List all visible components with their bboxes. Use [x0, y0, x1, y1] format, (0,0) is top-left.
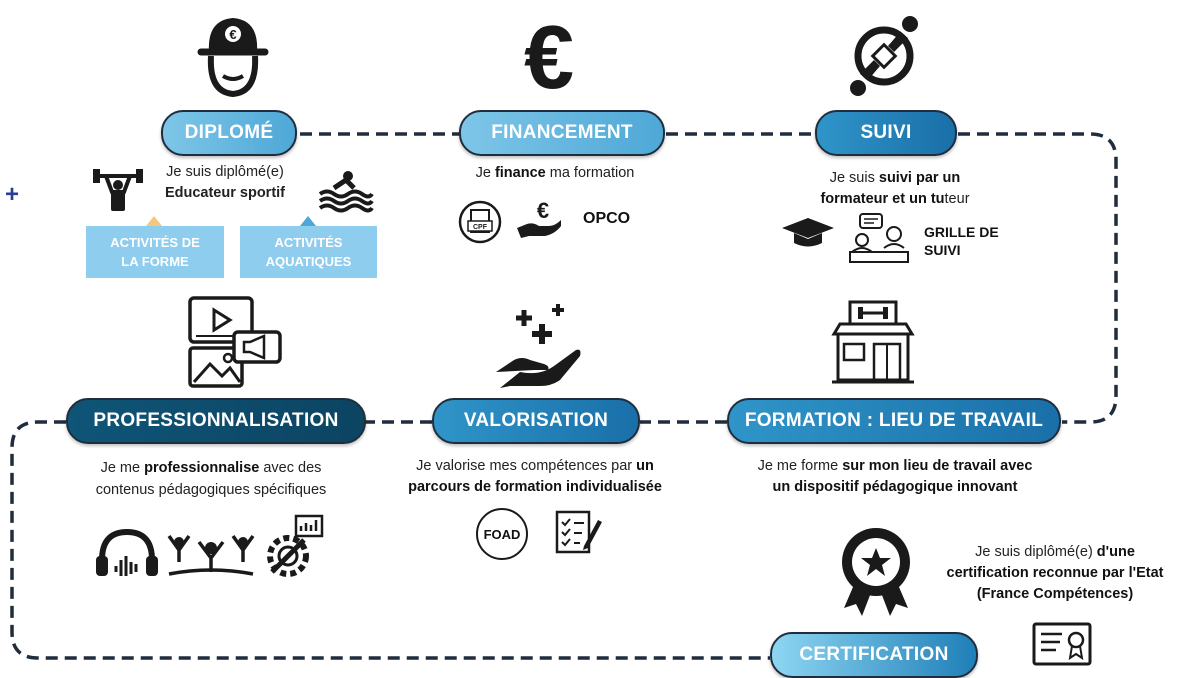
- valorisation-desc-a: Je valorise mes compétences par: [416, 458, 637, 474]
- professionnalisation-desc-a: Je me: [100, 460, 145, 476]
- svg-text:€: €: [229, 27, 236, 42]
- certification-desc-a: Je suis diplômé(e): [975, 544, 1097, 560]
- people-exchange-icon: [850, 16, 918, 96]
- tag-activites-aquatiques: ACTIVITÉS AQUATIQUES: [240, 226, 377, 278]
- formation-desc-line2: un dispositif pédagogique innovant: [720, 477, 1070, 498]
- tag2-pointer: [300, 216, 316, 226]
- financement-desc-b: finance: [494, 165, 546, 181]
- cpf-text: CPF: [473, 224, 488, 231]
- suivi-desc-c: formateur et un tu: [820, 191, 945, 207]
- hand-sparkle-icon: [496, 304, 581, 388]
- svg-text:€: €: [537, 198, 549, 223]
- award-icon: [842, 528, 910, 616]
- cap-head-icon: €: [197, 18, 269, 98]
- media-icon: [188, 296, 282, 388]
- formation-desc-b: sur mon lieu de travail avec: [842, 458, 1033, 474]
- graduation-cap-icon: [782, 218, 834, 247]
- step-formation-pill[interactable]: FORMATION : LIEU DE TRAVAIL: [727, 398, 1061, 444]
- foad-label: FOAD: [483, 526, 521, 542]
- financement-desc: Je finance ma formation: [440, 163, 670, 184]
- formation-desc-c: un dispositif pédagogique innovant: [772, 479, 1018, 495]
- tag-activites-forme: ACTIVITÉS DE LA FORME: [86, 226, 224, 278]
- gym-building-icon: [831, 300, 915, 384]
- gear-chart-icon: [267, 514, 324, 577]
- suivi-desc-line1: Je suis suivi par un: [780, 168, 1010, 189]
- formation-desc-line1: Je me forme sur mon lieu de travail avec: [720, 456, 1070, 477]
- step-diplome-pill[interactable]: DIPLOMÉ: [161, 110, 297, 156]
- step-certification-pill[interactable]: CERTIFICATION: [770, 632, 978, 678]
- grille-line1: GRILLE DE: [924, 224, 999, 240]
- certification-desc-d: (France Compétences): [976, 586, 1134, 602]
- valorisation-desc-c: parcours de formation individualisée: [408, 479, 662, 495]
- certificate-icon: [1032, 622, 1092, 666]
- plus-mark: +: [5, 181, 20, 208]
- step-financement-pill[interactable]: FINANCEMENT: [459, 110, 665, 156]
- formation-desc-a: Je me forme: [757, 458, 843, 474]
- swimmer-icon: [318, 171, 374, 213]
- valorisation-desc-line1: Je valorise mes compétences par un: [380, 456, 690, 477]
- step-professionnalisation-pill[interactable]: PROFESSIONNALISATION: [66, 398, 366, 444]
- valorisation-desc-b: un: [636, 458, 654, 474]
- suivi-desc-a: Je suis: [829, 170, 879, 186]
- diplome-line1: Je suis diplômé(e): [166, 164, 284, 180]
- professionnalisation-desc-line2: contenus pédagogiques spécifiques: [95, 482, 327, 498]
- foad-icon: FOAD: [476, 508, 528, 560]
- headphones-icon: [96, 528, 158, 576]
- professionnalisation-desc-b: professionnalise: [144, 460, 260, 476]
- suivi-desc-line2: formateur et un tuteur: [780, 189, 1010, 210]
- group-cheer-icon: [167, 534, 255, 576]
- suivi-desc-d: teur: [944, 191, 970, 207]
- financement-desc-c: ma formation: [545, 165, 635, 181]
- certification-desc-line2: certification reconnue par l'Etat: [930, 563, 1180, 584]
- checklist-icon: [555, 510, 602, 554]
- step-suivi-pill[interactable]: SUIVI: [815, 110, 957, 156]
- certification-desc-b: d'une: [1096, 544, 1135, 560]
- cpf-stamp-icon: CPF: [458, 200, 502, 244]
- certification-desc-line3: (France Compétences): [930, 584, 1180, 605]
- euro-icon: €: [524, 8, 574, 108]
- opco-label: OPCO: [583, 210, 631, 227]
- meeting-icon: [849, 213, 909, 263]
- svg-text:€: €: [524, 8, 574, 108]
- professionnalisation-desc-line1: Je me professionnalise avec des: [56, 458, 366, 479]
- tag1-pointer: [146, 216, 162, 226]
- professionnalisation-desc-c: avec des: [259, 460, 322, 476]
- grille-line2: SUIVI: [924, 242, 961, 258]
- financement-desc-a: Je: [475, 165, 495, 181]
- valorisation-desc-line2: parcours de formation individualisée: [380, 477, 690, 498]
- diplome-line2: Educateur sportif: [164, 185, 286, 201]
- certification-desc-line1: Je suis diplômé(e) d'une: [930, 542, 1180, 563]
- weightlifter-icon: [93, 169, 143, 211]
- hand-euro-icon: €: [517, 198, 561, 238]
- suivi-desc-b: suivi par un: [878, 170, 961, 186]
- step-valorisation-pill[interactable]: VALORISATION: [432, 398, 640, 444]
- certification-desc-c: certification reconnue par l'Etat: [946, 565, 1164, 581]
